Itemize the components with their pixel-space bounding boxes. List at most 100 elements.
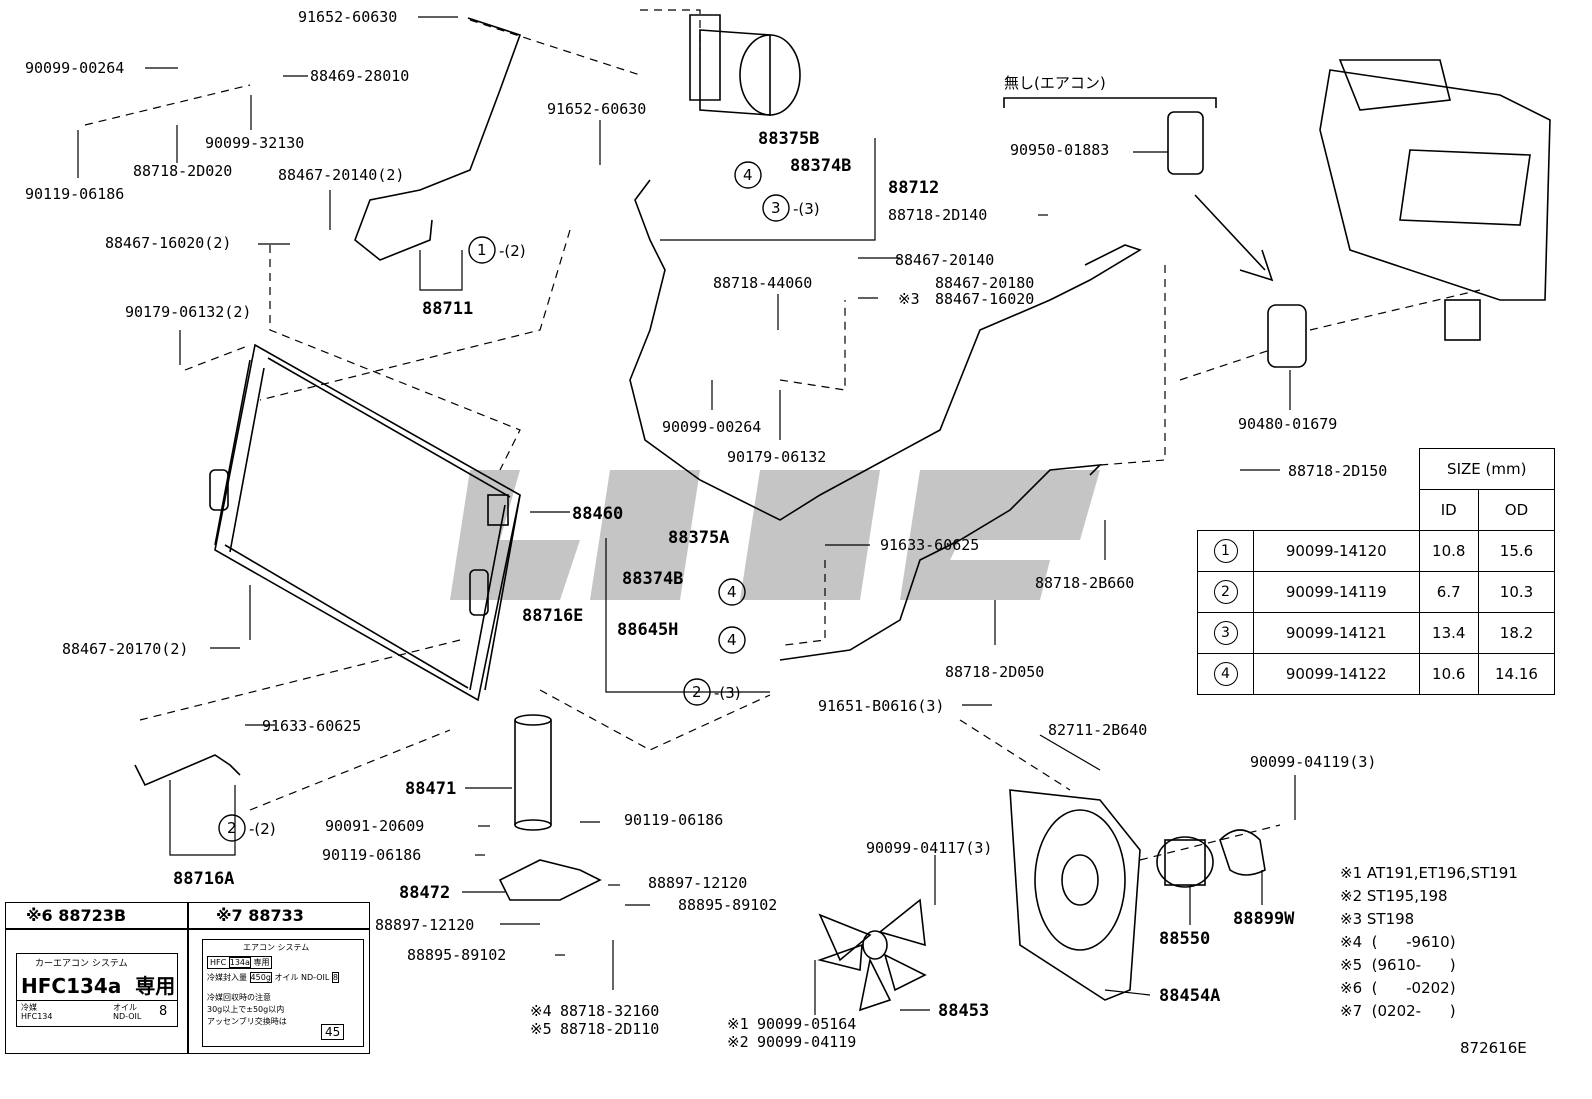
circle-ref: 2 [692, 683, 702, 701]
sticker-text: 450g [249, 972, 272, 983]
part-label[interactable]: 88471 [405, 779, 456, 799]
size-table-col-id: ID [1418, 489, 1479, 531]
grommet-90480-01679 [1267, 304, 1307, 368]
part-label[interactable]: 90099-05164 [757, 1015, 856, 1033]
label-title-88733[interactable]: ※7 88733 [216, 906, 304, 925]
footnote: ※7 (0202- ) [1340, 1002, 1456, 1020]
part-label[interactable]: 88467-16020 [935, 290, 1034, 308]
table-cell-part[interactable]: 90099-14119 [1253, 571, 1420, 613]
part-label[interactable]: 90099-00264 [662, 418, 761, 436]
circle-ref: 4 [727, 583, 737, 601]
arrow-icon [1194, 194, 1274, 282]
part-label[interactable]: 90099-04117(3) [866, 839, 992, 857]
circle-ref: 2 [227, 819, 237, 837]
part-label[interactable]: 88712 [888, 178, 939, 198]
part-label[interactable]: 90119-06186 [322, 846, 421, 864]
part-label[interactable]: 90950-01883 [1010, 141, 1109, 159]
part-label[interactable]: 82711-2B640 [1048, 721, 1147, 739]
part-label[interactable]: 88454A [1159, 986, 1220, 1006]
circle-ref: 3 [771, 199, 781, 217]
part-label[interactable]: 88460 [572, 504, 623, 524]
part-label[interactable]: 88897-12120 [375, 916, 474, 934]
sticker-small: HFC134 [21, 1012, 53, 1021]
part-label[interactable]: 90099-04119 [757, 1033, 856, 1051]
part-label[interactable]: 88897-12120 [648, 874, 747, 892]
sticker-text: 134a [228, 957, 251, 968]
part-label[interactable]: 88550 [1159, 929, 1210, 949]
part-label[interactable]: 90179-06132 [727, 448, 826, 466]
part-label[interactable]: 88467-16020(2) [105, 234, 231, 252]
part-label[interactable]: 88645H [617, 620, 678, 640]
sticker-text: 冷媒封入量 [207, 973, 247, 982]
part-label[interactable]: 88472 [399, 883, 450, 903]
part-label[interactable]: 88467-20170(2) [62, 640, 188, 658]
sticker-text: 冷媒回収時の注意 [207, 993, 271, 1002]
circle-ref: 3 [1213, 621, 1238, 645]
compressor [689, 14, 801, 116]
table-cell-part[interactable]: 90099-14120 [1253, 530, 1420, 572]
sticker-small: 8 [159, 1004, 168, 1019]
table-row: 4 90099-14122 10.6 14.16 [1197, 653, 1556, 695]
part-label[interactable]: 88374B [790, 156, 851, 176]
part-label[interactable]: 88718-44060 [713, 274, 812, 292]
part-label[interactable]: 91633-60625 [880, 536, 979, 554]
no-aircon-note: 無し(エアコン) [1004, 74, 1106, 92]
part-label[interactable]: 91652-60630 [547, 100, 646, 118]
part-label[interactable]: 88718-2D150 [1288, 462, 1387, 480]
part-label[interactable]: 91651-B0616(3) [818, 697, 944, 715]
sticker-text: ND-OIL [301, 973, 330, 982]
part-label[interactable]: 88467-20140 [895, 251, 994, 269]
sticker-text: 8 [331, 972, 340, 983]
circle-ref-qty: -(2) [499, 242, 526, 260]
part-label[interactable]: 91633-60625 [262, 717, 361, 735]
part-label[interactable]: 88718-2D020 [133, 162, 232, 180]
table-cell-part[interactable]: 90099-14122 [1253, 653, 1420, 695]
label-title-88723B[interactable]: ※6 88723B [26, 906, 127, 925]
part-label[interactable]: 88467-20140(2) [278, 166, 404, 184]
fan-blade-88453 [817, 898, 927, 1012]
part-label[interactable]: 88716E [522, 606, 583, 626]
leader-lines [77, 16, 1296, 1015]
part-label[interactable]: 88718-2D140 [888, 206, 987, 224]
footnote: ※2 ST195,198 [1340, 887, 1448, 905]
part-label[interactable]: 88375A [668, 528, 729, 548]
part-label[interactable]: 90119-06186 [25, 185, 124, 203]
part-label[interactable]: 88467-20180 [935, 274, 1034, 292]
table-row: 1 90099-14120 10.8 15.6 [1197, 530, 1556, 572]
part-label[interactable]: 88899W [1233, 909, 1295, 929]
part-label[interactable]: 90119-06186 [624, 811, 723, 829]
sticker-text: 30g以上で±50g以内 [207, 1005, 285, 1014]
part-label[interactable]: 88718-32160 [560, 1002, 659, 1020]
caution-labels-panel: ※6 88723B ※7 88733 カーエアコン システム HFC134a 専… [5, 902, 370, 1054]
watermark-logo [450, 470, 1100, 600]
part-label[interactable]: 88711 [422, 299, 473, 319]
sticker-88733: エアコン システム HFC 134a 専用 冷媒封入量 450g オイル ND-… [202, 939, 364, 1047]
part-label[interactable]: 88895-89102 [407, 946, 506, 964]
part-label[interactable]: 88469-28010 [310, 67, 409, 85]
part-label[interactable]: 90099-32130 [205, 134, 304, 152]
table-cell-od: 15.6 [1477, 530, 1556, 572]
table-row: 2 90099-14119 6.7 10.3 [1197, 571, 1556, 613]
part-label[interactable]: 90480-01679 [1238, 415, 1337, 433]
part-label[interactable]: 88716A [173, 869, 234, 889]
mark: ※3 [898, 290, 920, 308]
part-label[interactable]: 88718-2D050 [945, 663, 1044, 681]
part-label[interactable]: 90179-06132(2) [125, 303, 251, 321]
part-label[interactable]: 88895-89102 [678, 896, 777, 914]
part-label[interactable]: 90099-00264 [25, 59, 124, 77]
circle-ref-qty: -(2) [249, 820, 276, 838]
part-label[interactable]: 90091-20609 [325, 817, 424, 835]
hose-88711 [354, 17, 522, 261]
part-label[interactable]: 88375B [758, 129, 819, 149]
part-label[interactable]: 88453 [938, 1001, 989, 1021]
part-label[interactable]: 88718-2B660 [1035, 574, 1134, 592]
part-label[interactable]: 88374B [622, 569, 683, 589]
part-label[interactable]: 88718-2D110 [560, 1020, 659, 1038]
size-table-col-od: OD [1477, 489, 1556, 531]
mark: ※4 [530, 1002, 552, 1020]
table-cell-id: 10.6 [1418, 653, 1479, 695]
table-cell-part[interactable]: 90099-14121 [1253, 612, 1420, 654]
part-label[interactable]: 91652-60630 [298, 8, 397, 26]
part-label[interactable]: 90099-04119(3) [1250, 753, 1376, 771]
circle-ref: 4 [1213, 662, 1238, 686]
